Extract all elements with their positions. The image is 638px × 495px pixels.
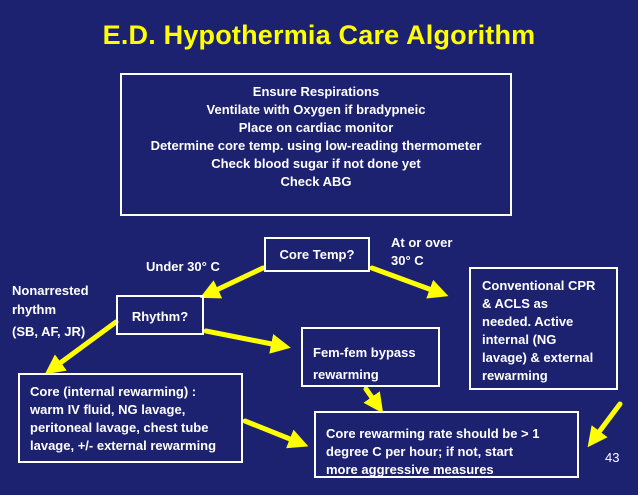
arrow-internal-to-rate (242, 418, 309, 449)
arrow-conventional-to-rate (587, 401, 623, 448)
under-30c-label: Under 30° C (146, 259, 220, 274)
arrow-rhythm-to-fem (203, 328, 291, 354)
page-number: 43 (605, 450, 620, 465)
ensure-respirations-box: Ensure Respirations Ventilate with Oxyge… (120, 73, 512, 216)
arrow-rhythm-to-internal (44, 319, 119, 375)
internal-rewarming-box: Core (internal rewarming) : warm IV flui… (18, 373, 243, 463)
arrow-core-to-rhythm (199, 265, 266, 299)
arrow-core-to-conventional (369, 265, 449, 299)
fem-fem-bypass-box: Fem-fem bypass rewarming (301, 327, 440, 387)
conventional-cpr-box: Conventional CPR & ACLS as needed. Activ… (469, 267, 618, 390)
core-temp-box: Core Temp? (264, 237, 370, 272)
at-or-over-30c-label: At or over 30° C (391, 235, 453, 268)
rhythm-box: Rhythm? (116, 295, 204, 335)
slide-title: E.D. Hypothermia Care Algorithm (102, 20, 536, 50)
nonarrested-rhythm-label: Nonarrested rhythm (SB, AF, JR) (12, 283, 89, 339)
rewarming-rate-box: Core rewarming rate should be > 1 degree… (314, 411, 579, 478)
arrow-fem-to-rate (363, 386, 384, 414)
